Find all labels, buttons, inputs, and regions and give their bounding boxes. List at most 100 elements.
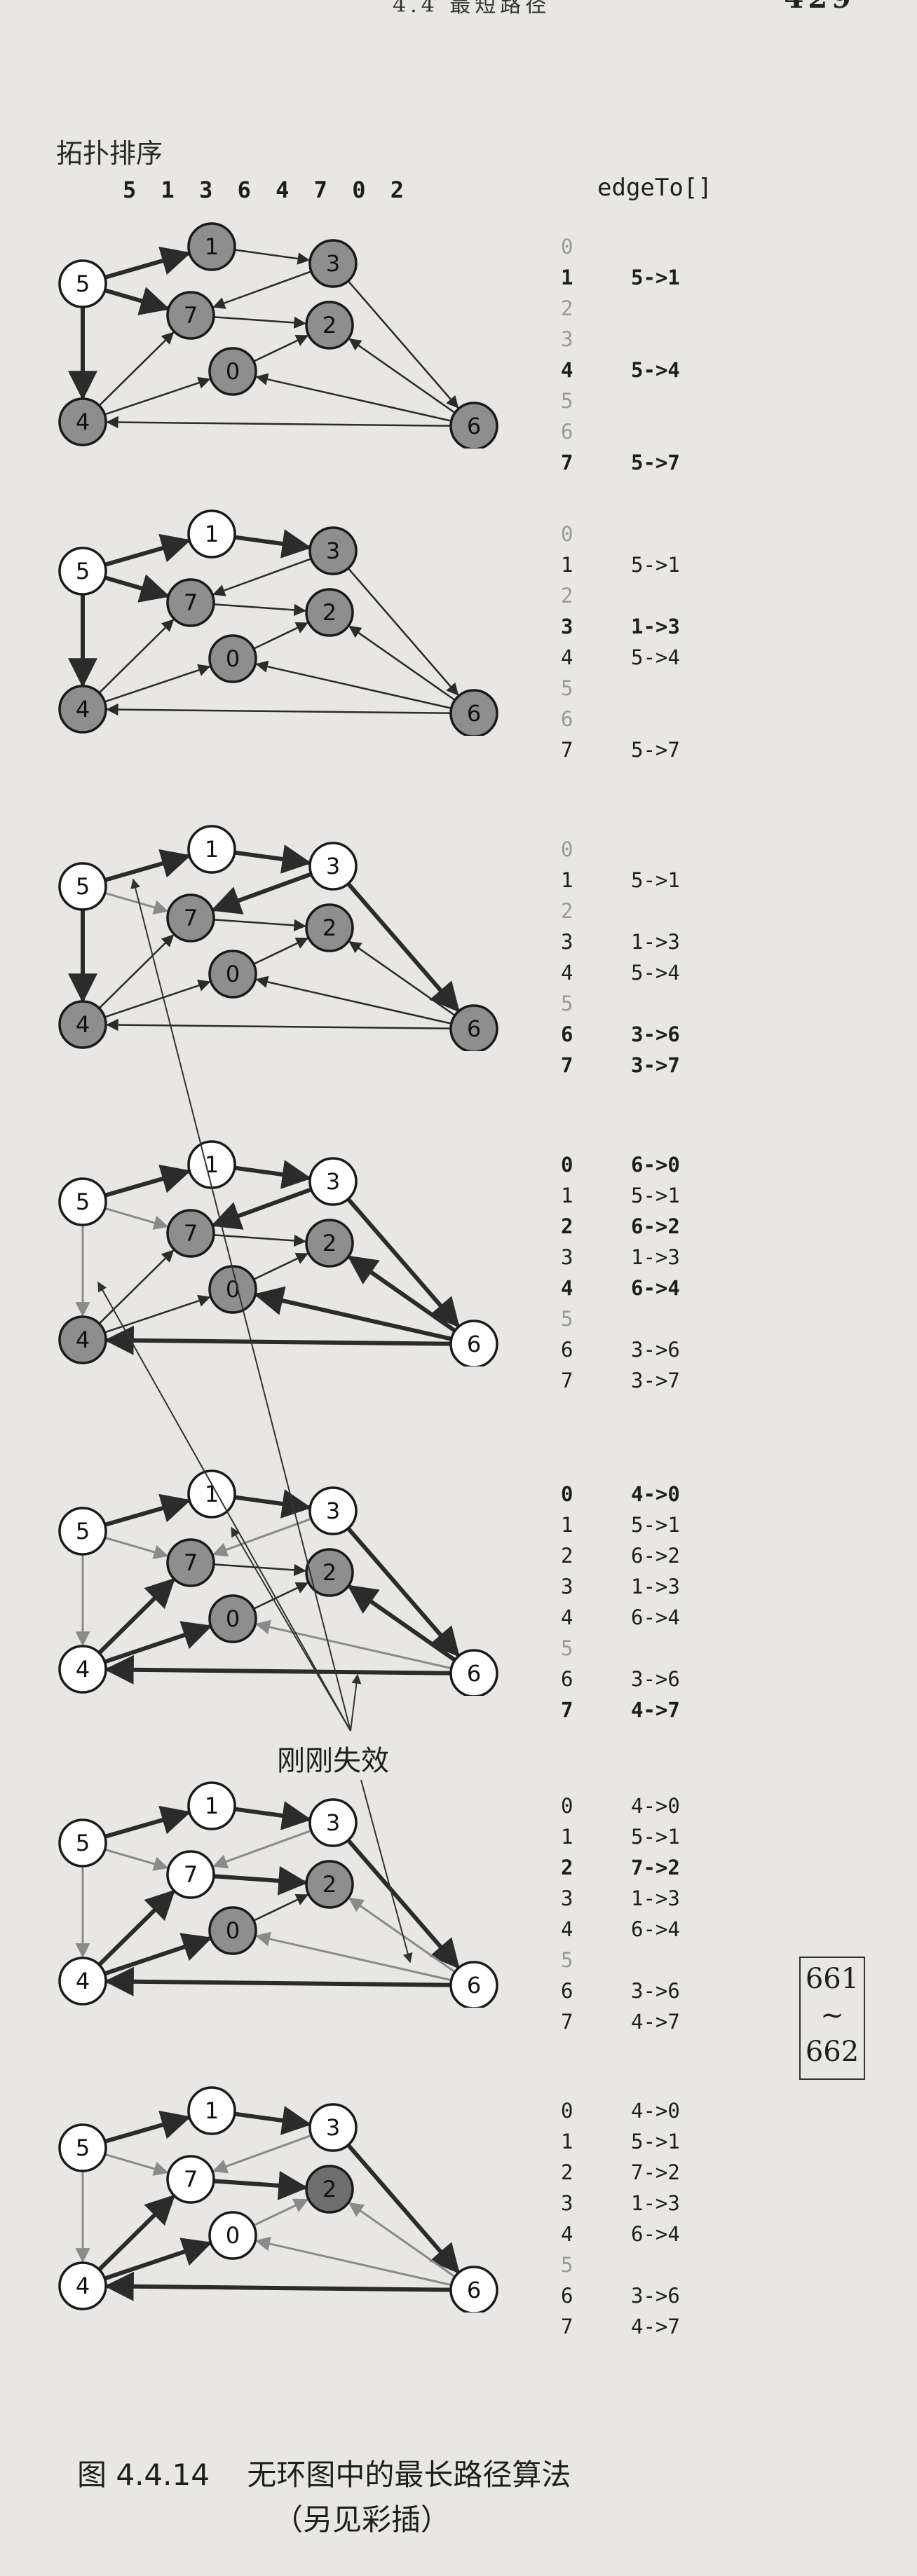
edge-to-index: 4 [561,1605,573,1629]
edge-6-0 [255,660,452,709]
edge-to-index: 4 [561,1917,573,1941]
running-header: 4.4 最短路径 429 [393,0,883,18]
edge-7-2 [213,603,306,617]
vertex-1: 1 [187,222,236,271]
edge-to-value: 1->3 [631,1245,680,1269]
vertex-2: 2 [305,1548,354,1597]
edge-6-0 [255,1619,452,1670]
edge-6-0 [255,1931,452,1982]
vertex-3: 3 [308,842,358,891]
svg-text:6: 6 [467,2277,481,2303]
svg-text:1: 1 [205,1481,219,1507]
stale-pointer-2 [97,1281,351,1732]
vertex-6: 6 [449,1961,498,2008]
svg-text:3: 3 [326,1498,340,1524]
vertex-5: 5 [58,547,107,596]
edge-to-row: 2 [561,580,680,611]
vertex-2: 2 [305,903,354,952]
svg-text:7: 7 [184,1861,198,1888]
edge-to-value: 3->6 [631,1022,680,1046]
svg-text:2: 2 [322,914,337,941]
edge-to-row: 3 [561,324,680,355]
edge-7-2 [213,316,306,329]
svg-text:0: 0 [226,645,240,672]
edge-to-index: 3 [561,1886,573,1910]
edge-to-value: 5->1 [631,1825,680,1849]
svg-text:0: 0 [226,961,240,987]
edge-6-0 [255,975,452,1025]
edge-3-6 [346,1526,460,1657]
edge-6-4 [104,1325,451,1355]
vertex-7: 7 [166,291,215,340]
edge-5-1 [104,849,191,882]
vertex-7: 7 [166,1850,215,1899]
edge-5-1 [104,2110,191,2144]
vertex-2: 2 [305,1860,354,1909]
svg-text:7: 7 [184,589,198,616]
edge-to-row: 6 [561,416,680,447]
stale-pointer-4 [350,1673,362,1732]
edge-5-1 [104,1493,191,1527]
edge-to-value: 1->3 [631,615,680,638]
edge-to-header: edgeTo[] [597,174,712,202]
edge-to-value: 3->6 [631,1979,680,2003]
vertex-6: 6 [449,402,498,448]
edge-to-row: 5 [561,673,680,704]
margin-page-start: 661 [805,1963,860,1995]
svg-text:5: 5 [76,270,90,297]
vertex-3: 3 [308,1486,358,1535]
vertex-0: 0 [208,950,257,999]
edge-to-row: 0 [561,231,680,262]
vertex-7: 7 [166,1209,215,1258]
edge-4-7 [97,1577,176,1654]
edge-6-4 [106,703,451,716]
svg-text:1: 1 [205,521,219,547]
edge-to-index: 5 [561,1636,573,1660]
edge-to-value: 3->7 [631,1369,680,1392]
edge-to-value: 5->7 [631,738,680,762]
edge-to-value: 5->7 [631,451,680,474]
edge-3-7 [210,1187,313,1230]
edge-to-index: 1 [561,868,573,892]
vertex-1: 1 [187,509,236,559]
edge-to-row: 0 [561,834,680,865]
edge-to-value: 6->2 [631,1214,680,1238]
vertex-7: 7 [166,893,215,943]
edge-to-index: 3 [561,2191,573,2215]
edge-to-index: 0 [561,522,573,546]
vertex-4: 4 [58,2261,107,2310]
edge-to-index: 4 [561,645,573,669]
edge-5-7 [104,2153,169,2176]
svg-text:3: 3 [326,853,340,879]
edge-6-4 [104,1654,451,1685]
edge-1-3 [234,529,312,559]
edge-to-row: 0 [561,519,680,549]
vertex-4: 4 [58,1000,107,1049]
edge-to-index: 0 [561,837,573,861]
edge-to-value: 5->1 [631,553,680,577]
svg-text:0: 0 [226,1917,240,1944]
vertex-6: 6 [449,1004,498,1051]
edge-to-value: 6->4 [631,1276,680,1300]
edge-4-7 [98,934,175,1009]
vertex-0: 0 [208,347,257,396]
edge-to-index: 7 [561,1053,573,1077]
svg-text:3: 3 [326,2114,340,2141]
edge-to-index: 7 [561,2010,573,2034]
edge-3-6 [346,2143,460,2274]
edge-to-index: 6 [561,707,573,731]
